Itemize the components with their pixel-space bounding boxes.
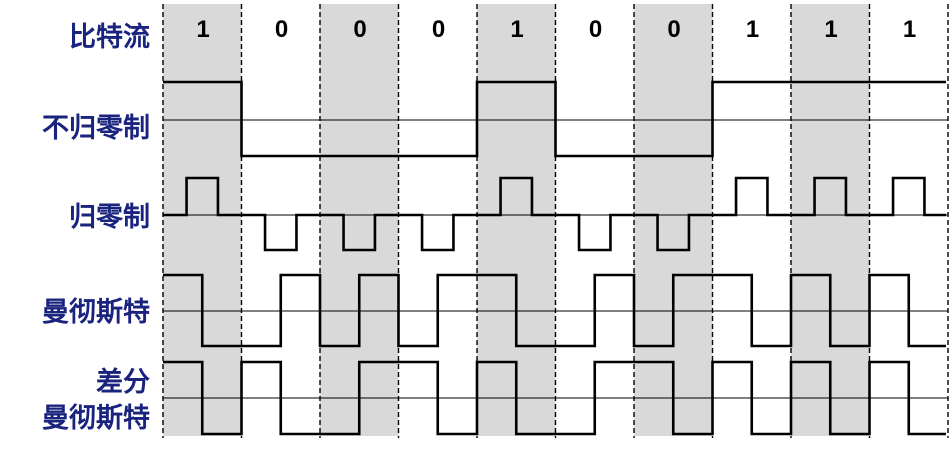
label-manchester: 曼彻斯特: [42, 297, 150, 328]
bit-label-9: 1: [902, 16, 917, 43]
waveforms: [163, 80, 946, 436]
label-bitstream: 比特流: [69, 22, 150, 53]
bit-label-6: 0: [667, 16, 681, 43]
bit-label-0: 1: [196, 16, 210, 43]
label-nrz: 不归零制: [42, 113, 150, 144]
waveform-rz: [163, 176, 946, 252]
bit-label-2: 0: [353, 16, 367, 43]
bit-label-1: 0: [274, 16, 289, 43]
bit-label-8: 1: [824, 16, 838, 43]
waveform-manchester: [163, 273, 946, 348]
bit-label-4: 1: [510, 16, 524, 43]
label-diff-manchester-line2: 曼彻斯特: [42, 403, 150, 434]
waveform-nrz: [163, 80, 946, 158]
bit-label-3: 0: [431, 16, 446, 43]
bit-label-7: 1: [745, 16, 760, 43]
waveform-diff-manchester: [163, 360, 946, 436]
label-rz: 归零制: [69, 202, 150, 233]
bit-label-5: 0: [588, 16, 603, 43]
label-diff-manchester-line1: 差分: [96, 367, 150, 398]
